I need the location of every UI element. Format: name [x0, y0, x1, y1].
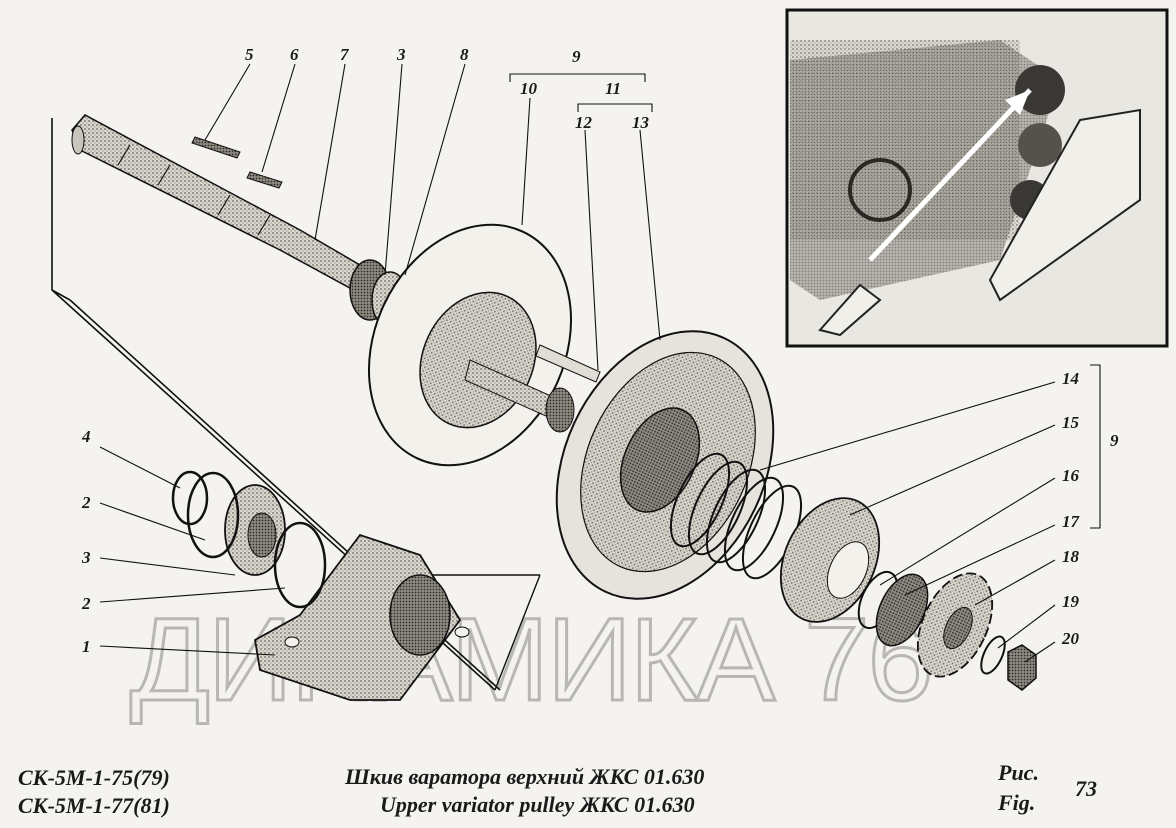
leader-lines	[99, 63, 1101, 663]
label-4: 4	[81, 427, 91, 446]
label-15: 15	[1062, 413, 1080, 432]
label-2-lower: 2	[81, 594, 91, 613]
model-code-2: СК-5М-1-77(81)	[18, 793, 170, 818]
figure-label-english: Fig.	[998, 790, 1036, 815]
inset-photo	[785, 8, 1169, 348]
shaft	[71, 114, 422, 319]
snap-ring-outer	[186, 471, 240, 559]
label-11: 11	[605, 79, 621, 98]
label-2-upper: 2	[81, 493, 91, 512]
label-3-top: 3	[396, 45, 406, 64]
label-13: 13	[632, 113, 650, 132]
lock-washer	[980, 635, 1006, 675]
label-8: 8	[460, 45, 469, 64]
sprocket	[916, 572, 994, 678]
figure-number: 73	[1075, 776, 1097, 801]
label-14: 14	[1062, 369, 1079, 388]
fixed-pulley-disc	[367, 223, 601, 467]
label-12: 12	[575, 113, 593, 132]
label-9-right: 9	[1110, 431, 1119, 450]
label-16: 16	[1062, 466, 1080, 485]
label-10: 10	[520, 79, 538, 98]
figure-title-english: Upper variator pulley ЖКС 01.630	[380, 792, 695, 817]
nut	[1007, 644, 1037, 691]
label-19: 19	[1062, 592, 1080, 611]
snap-ring-inner	[171, 470, 209, 526]
label-17: 17	[1062, 512, 1081, 531]
label-7: 7	[340, 45, 350, 64]
model-code-1: СК-5М-1-75(79)	[18, 765, 170, 790]
label-3-lower: 3	[81, 548, 91, 567]
label-1: 1	[82, 637, 91, 656]
label-20: 20	[1061, 629, 1080, 648]
figure-title-russian: Шкив варатора верхний ЖКС 01.630	[345, 764, 705, 789]
label-18: 18	[1062, 547, 1080, 566]
key-6	[246, 171, 283, 189]
label-9-top: 9	[572, 47, 581, 66]
part-number-labels: 5 6 7 3 8 9 10 11 12 13 14 15 9 16 17 18…	[81, 45, 1119, 656]
key-5	[191, 136, 241, 159]
snap-ring-housing	[273, 521, 327, 609]
label-6: 6	[290, 45, 299, 64]
figure-label-russian: Рис.	[998, 760, 1039, 785]
label-5: 5	[245, 45, 254, 64]
